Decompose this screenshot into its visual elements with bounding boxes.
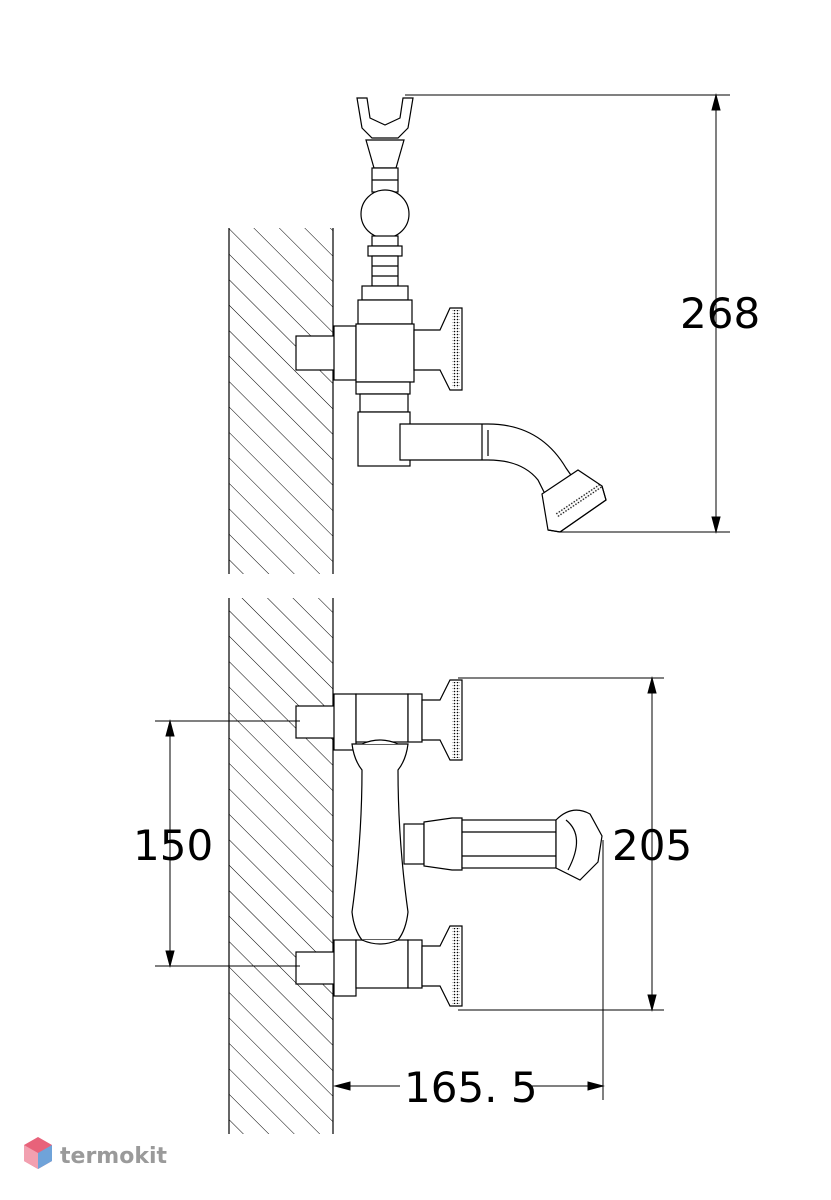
dimension-268 bbox=[405, 93, 730, 534]
dimension-150 bbox=[155, 719, 300, 968]
dimension-label-205: 205 bbox=[612, 821, 692, 870]
logo-text: termokit bbox=[60, 1144, 167, 1169]
dimension-label-165-5: 165. 5 bbox=[404, 1063, 538, 1112]
dimension-label-268: 268 bbox=[680, 289, 760, 338]
wall-top bbox=[228, 228, 334, 574]
logo: termokit bbox=[24, 1137, 167, 1169]
dimension-205 bbox=[458, 676, 664, 1012]
dimension-label-150: 150 bbox=[133, 821, 213, 870]
faucet-top-view bbox=[295, 679, 603, 1007]
logo-cube-icon bbox=[24, 1137, 52, 1169]
wall-bottom bbox=[228, 598, 334, 1134]
faucet-side-view bbox=[295, 97, 607, 533]
